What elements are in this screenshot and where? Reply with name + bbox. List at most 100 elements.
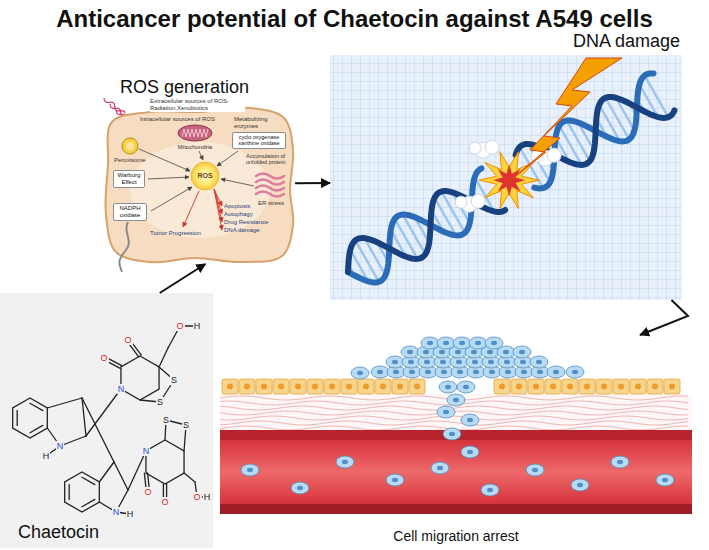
atom-label: S bbox=[182, 420, 190, 430]
benzene-ring bbox=[65, 472, 100, 512]
cell-body bbox=[105, 108, 293, 263]
tumor-nucleus bbox=[449, 432, 455, 436]
tumor-nucleus bbox=[297, 486, 303, 490]
tumor-nucleus bbox=[392, 478, 398, 482]
atom-label: N bbox=[112, 507, 121, 517]
tumor-nucleus bbox=[662, 478, 668, 482]
label-box: cyclo oxygenase xanthine oxidase bbox=[232, 132, 286, 149]
effect-arrow bbox=[214, 189, 222, 230]
smoke-puff bbox=[471, 194, 485, 208]
double-bond bbox=[17, 411, 18, 426]
epithelial-cell bbox=[358, 379, 374, 394]
epithelial-cell bbox=[392, 379, 408, 394]
smoke-puff bbox=[455, 196, 467, 208]
atom-label: O bbox=[160, 497, 169, 507]
organelle-label: Peroxisome bbox=[114, 157, 146, 164]
epithelial-cell bbox=[562, 379, 578, 394]
epithelial-nucleus bbox=[278, 384, 284, 390]
tumor-nucleus bbox=[443, 410, 449, 414]
epithelial-nucleus bbox=[295, 384, 301, 390]
epithelial-nucleus bbox=[499, 384, 505, 390]
tumor-cell bbox=[291, 482, 309, 494]
epithelial-nucleus bbox=[550, 384, 556, 390]
vessel-lumen bbox=[220, 440, 692, 504]
tumor-nucleus bbox=[536, 360, 542, 364]
epithelial-cell bbox=[239, 379, 255, 394]
epithelial-cell bbox=[579, 379, 595, 394]
epithelial-nucleus bbox=[363, 384, 369, 390]
epithelial-cell bbox=[545, 379, 561, 394]
annotation: Metabolizing enzymes bbox=[234, 116, 274, 130]
tumor-nucleus bbox=[439, 350, 445, 354]
tumor-cell bbox=[469, 337, 487, 349]
tumor-nucleus bbox=[247, 468, 253, 472]
source-arrow bbox=[139, 149, 190, 171]
stroma bbox=[220, 394, 692, 430]
tumor-cell bbox=[461, 446, 479, 458]
tumor-cell bbox=[443, 428, 461, 440]
epithelial-cell bbox=[664, 379, 680, 394]
single-bond bbox=[99, 462, 114, 482]
tumor-cell bbox=[461, 414, 479, 426]
source-arrow bbox=[151, 187, 192, 211]
epithelial-nucleus bbox=[516, 384, 522, 390]
effect-label: Apoptosis bbox=[224, 203, 250, 210]
tumor-cell bbox=[386, 474, 404, 486]
mitochondrion bbox=[178, 125, 212, 141]
tumor-cell bbox=[241, 464, 259, 476]
box-label: Warburg Effect bbox=[116, 172, 142, 186]
tumor-nucleus bbox=[443, 341, 449, 345]
tumor-nucleus bbox=[488, 360, 494, 364]
tumor-nucleus bbox=[377, 370, 383, 374]
dna-panel-ground bbox=[330, 55, 682, 300]
smoke-puff bbox=[485, 140, 499, 154]
single-bond bbox=[128, 451, 146, 490]
atom-label: O bbox=[99, 353, 108, 363]
atom-label: O bbox=[123, 335, 132, 345]
epithelial-nucleus bbox=[567, 384, 573, 390]
epithelial-cell bbox=[596, 379, 612, 394]
atom-label: O bbox=[143, 487, 152, 497]
dna-illustration bbox=[348, 58, 674, 282]
epithelial-cell bbox=[290, 379, 306, 394]
tumor-cell bbox=[447, 394, 465, 406]
damage-burst bbox=[479, 152, 539, 209]
epithelial-nucleus bbox=[601, 384, 607, 390]
nadph-oxidase-tail bbox=[119, 222, 128, 272]
epithelial-nucleus bbox=[414, 384, 420, 390]
endoplasmic-reticulum bbox=[256, 192, 284, 197]
epithelial-nucleus bbox=[380, 384, 386, 390]
tumor-cell bbox=[611, 456, 629, 468]
source-arrow bbox=[148, 177, 189, 179]
smoke-puff bbox=[547, 148, 561, 162]
tumor-nucleus bbox=[467, 450, 473, 454]
annotation: Extracellular sources of ROS- Radiation,… bbox=[150, 98, 245, 112]
tumor-nucleus bbox=[472, 360, 478, 364]
epithelial-cell bbox=[630, 379, 646, 394]
double-bond bbox=[30, 425, 43, 432]
source-arrow bbox=[221, 179, 254, 186]
vessel-wall bbox=[220, 504, 692, 514]
organelle-label: ER stress bbox=[258, 200, 284, 207]
tumor-nucleus bbox=[357, 371, 363, 375]
source-arrow bbox=[199, 151, 203, 160]
endoplasmic-reticulum bbox=[256, 180, 284, 185]
double-bond bbox=[82, 477, 95, 484]
chemical-structure bbox=[13, 326, 207, 514]
epithelial-cell bbox=[222, 379, 238, 394]
epithelial-cell bbox=[341, 379, 357, 394]
single-bond bbox=[114, 462, 128, 490]
tumor-nucleus bbox=[445, 385, 451, 389]
epithelial-cell bbox=[494, 379, 510, 394]
tumor-cell bbox=[351, 367, 369, 379]
label-box: NADPH oxidase bbox=[113, 203, 147, 221]
box-label: cyclo oxygenase xanthine oxidase bbox=[235, 134, 283, 147]
tumor-nucleus bbox=[532, 468, 538, 472]
annotation: Intracellular sources of ROS bbox=[140, 116, 215, 123]
tumor-nucleus bbox=[504, 360, 510, 364]
tumor-nucleus bbox=[519, 350, 525, 354]
atom-label: N bbox=[142, 446, 151, 456]
